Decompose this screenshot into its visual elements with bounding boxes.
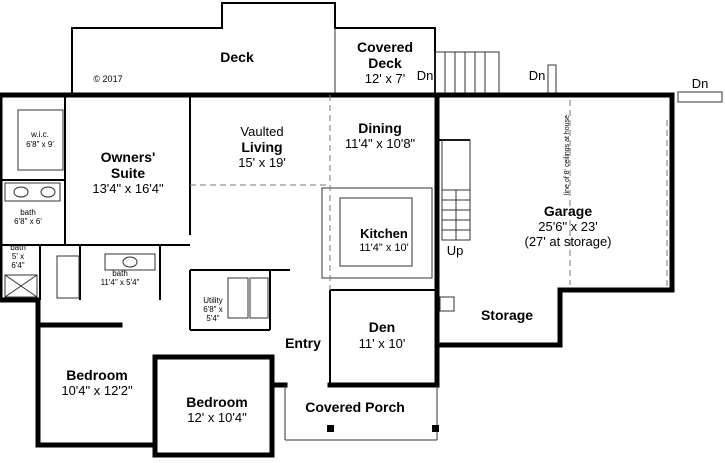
bath2-dims-1: 5' x [12, 252, 24, 261]
storage-name: Storage [481, 307, 533, 323]
exterior-walls [0, 92, 675, 458]
utility-name: Utility [203, 296, 223, 305]
kitchen-name: Kitchen [360, 226, 408, 241]
wic-dims: 6'8" x 9' [26, 140, 54, 149]
wic-name: w.i.c. [30, 130, 49, 139]
covered-deck-dims: 12' x 7' [365, 71, 405, 86]
bedroom1-dims: 10'4" x 12'2" [61, 383, 133, 398]
den-name: Den [369, 319, 395, 335]
garage-dims: 25'6" x 23' [538, 219, 597, 234]
entry-name: Entry [285, 335, 321, 351]
dining-name: Dining [358, 120, 402, 136]
bath2-dims-2: 6'4" [11, 261, 24, 270]
bath1-name: bath [20, 208, 36, 217]
garage-note: (27' at storage) [524, 234, 611, 249]
dining-dims: 11'4" x 10'8" [345, 136, 416, 151]
interior-walls [0, 95, 471, 385]
bath1-dims: 6'8" x 6' [14, 217, 42, 226]
deck-name: Deck [220, 49, 254, 65]
bedroom2-name: Bedroom [186, 394, 247, 410]
den-dims: 11' x 10' [359, 336, 406, 351]
bath2-name: bath [10, 243, 26, 252]
covered-deck-name-2: Deck [368, 55, 402, 71]
dn-label: Dn [692, 76, 709, 91]
owners-suite-name-1: Owners' [101, 149, 156, 165]
dn-label: Dn [529, 68, 546, 83]
owners-suite-dims: 13'4" x 16'4" [92, 181, 164, 196]
porch-post [432, 425, 439, 432]
utility-dims-1: 6'8" x [203, 305, 223, 314]
up-label: Up [447, 243, 464, 258]
bedroom1-name: Bedroom [66, 367, 127, 383]
bath3-dims: 11'4" x 5'4" [101, 278, 140, 287]
owners-suite-name-2: Suite [111, 165, 145, 181]
bedroom2-dims: 12' x 10'4" [187, 410, 247, 425]
utility-dims-2: 5'4" [206, 314, 219, 323]
copyright: © 2017 [93, 74, 122, 84]
fixtures [4, 109, 455, 319]
covered-porch-name: Covered Porch [305, 399, 405, 415]
bath3-name: bath [112, 269, 128, 278]
dashed-lines [190, 95, 668, 290]
kitchen-dims: 11'4" x 10' [359, 242, 409, 254]
covered-deck-name-1: Covered [357, 39, 413, 55]
living-name-2: Living [241, 139, 282, 155]
living-name-1: Vaulted [240, 124, 283, 139]
deck-outline [71, 2, 723, 103]
garage-name: Garage [544, 203, 592, 219]
living-dims: 15' x 19' [238, 155, 286, 170]
dn-label: Dn [417, 68, 434, 83]
ceiling-note: line of 8' ceilings at house [564, 115, 571, 195]
porch [284, 385, 439, 441]
porch-post [327, 425, 334, 432]
